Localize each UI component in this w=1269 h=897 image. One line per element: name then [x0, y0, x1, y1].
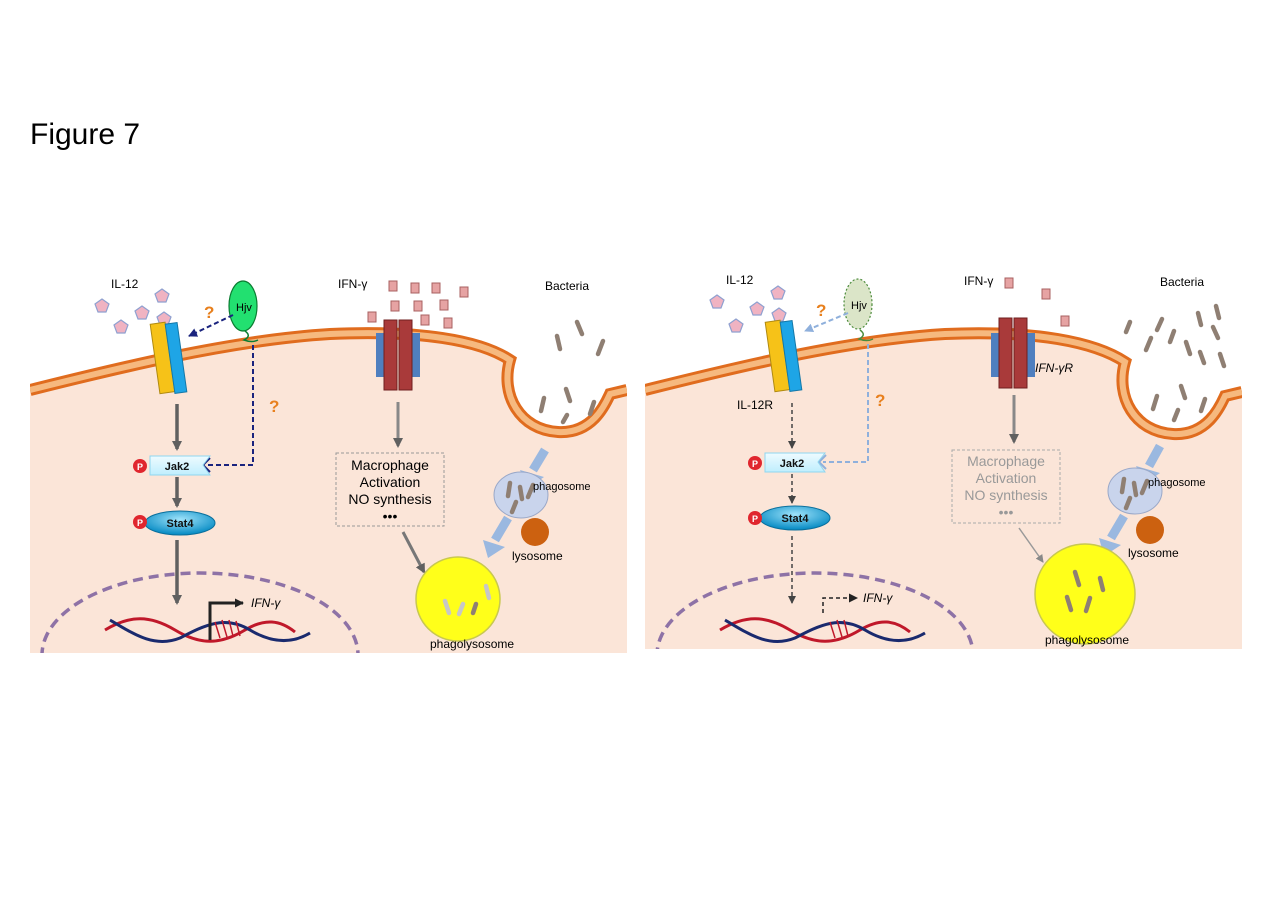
box-to-phagolysosome-arrow [401, 531, 426, 574]
box-line-1: Macrophage [351, 457, 429, 473]
ifng-receptor-right [991, 317, 1035, 389]
phagosome-label: phagosome [533, 481, 591, 493]
jak2-label-right: Jak2 [780, 458, 804, 470]
lysosome-label-right: lysosome [1128, 546, 1179, 560]
nucleus [40, 571, 360, 653]
lysosome-right [1136, 516, 1164, 544]
il12-label-right: IL-12 [726, 273, 754, 287]
phagolysosome-bacteria-right [1064, 569, 1106, 614]
phagolysosome-label-right: phagolysosome [1045, 633, 1129, 647]
hjv-to-jak2-path-right [823, 344, 869, 463]
phospho-label-stat4: P [137, 518, 143, 528]
il12-receptor [149, 321, 188, 395]
box-line-3-right: NO synthesis [964, 487, 1047, 503]
bacteria [538, 319, 606, 425]
phospho-label-jak2: P [137, 462, 143, 472]
box-line-2: Activation [360, 474, 421, 490]
phagolysosome-right [1034, 543, 1136, 645]
ifng-label-right: IFN-γ [964, 274, 993, 288]
phospho-badge-jak2 [133, 459, 147, 473]
hjv-to-receptor-arrow-right [804, 312, 849, 333]
activation-box-right [951, 449, 1061, 524]
gene-label: IFN-γ [251, 596, 281, 610]
hjv-protein-right [843, 278, 873, 330]
jak2-node-right [764, 452, 827, 473]
hjv-protein [228, 280, 258, 332]
dna-strand-red-right [719, 617, 911, 643]
bacteria-label: Bacteria [545, 279, 589, 293]
phospho-badge-stat4 [133, 515, 147, 529]
phagolysosome-bacteria [442, 583, 492, 617]
il12r-label: IL-12R [737, 398, 773, 412]
figure-title: Figure 7 [30, 118, 141, 151]
hjv-label-right: Hjv [851, 300, 867, 312]
hjv-anchor [242, 330, 259, 343]
nucleus-right [655, 571, 975, 649]
phospho-label-jak2-right: P [752, 459, 758, 469]
uptake-arrow [529, 447, 549, 473]
box-line-3: NO synthesis [348, 491, 431, 507]
lysosome-label: lysosome [512, 549, 563, 563]
dna-strand-red [104, 617, 296, 643]
jak2-label: Jak2 [165, 461, 189, 473]
fusion-arrow [483, 540, 505, 558]
ifng-molecules [367, 280, 469, 329]
question-mark-2: ? [269, 397, 279, 416]
question-mark-right-2: ? [875, 391, 885, 410]
box-line-4: ••• [383, 508, 398, 524]
hjv-label: Hjv [236, 302, 252, 314]
ifng-molecules-right [1004, 277, 1070, 327]
ifng-label: IFN-γ [338, 277, 367, 291]
hjv-to-jak2-path [207, 345, 254, 466]
ifngr-label: IFN-γR [1035, 361, 1073, 375]
phagosome-label-right: phagosome [1148, 477, 1206, 489]
bacteria-label-right: Bacteria [1160, 275, 1204, 289]
bacteria-right [1123, 303, 1227, 423]
phagolysosome [415, 556, 501, 642]
il12-label: IL-12 [111, 277, 139, 291]
phospho-badge-jak2-right [748, 456, 762, 470]
transcription-arrow-right [822, 593, 858, 613]
ifng-receptor [376, 319, 420, 391]
phospho-badge-stat4-right [748, 511, 762, 525]
dna-base-pairs [214, 619, 241, 639]
phagolysosome-label: phagolysosome [430, 637, 514, 651]
il12-molecules-right [709, 285, 787, 333]
lysosome [521, 518, 549, 546]
stat4-label-right: Stat4 [782, 513, 810, 525]
jak2-node [149, 455, 212, 476]
phagosome-bacteria [505, 480, 536, 515]
question-mark-1: ? [204, 303, 214, 322]
question-mark-right-1: ? [816, 301, 826, 320]
hjv-to-receptor-arrow [188, 314, 234, 337]
activation-box [335, 452, 445, 527]
il12-receptor-right [764, 319, 803, 393]
box-to-phagolysosome-arrow-right [1018, 527, 1044, 563]
transcription-arrow [208, 598, 244, 640]
box-line-2-right: Activation [976, 470, 1037, 486]
gene-label-right: IFN-γ [863, 591, 893, 605]
stat4-label: Stat4 [167, 518, 195, 530]
box-line-1-right: Macrophage [967, 453, 1045, 469]
il12-molecules [94, 288, 172, 334]
phospho-label-stat4-right: P [752, 514, 758, 524]
box-line-4-right: ••• [999, 504, 1014, 520]
